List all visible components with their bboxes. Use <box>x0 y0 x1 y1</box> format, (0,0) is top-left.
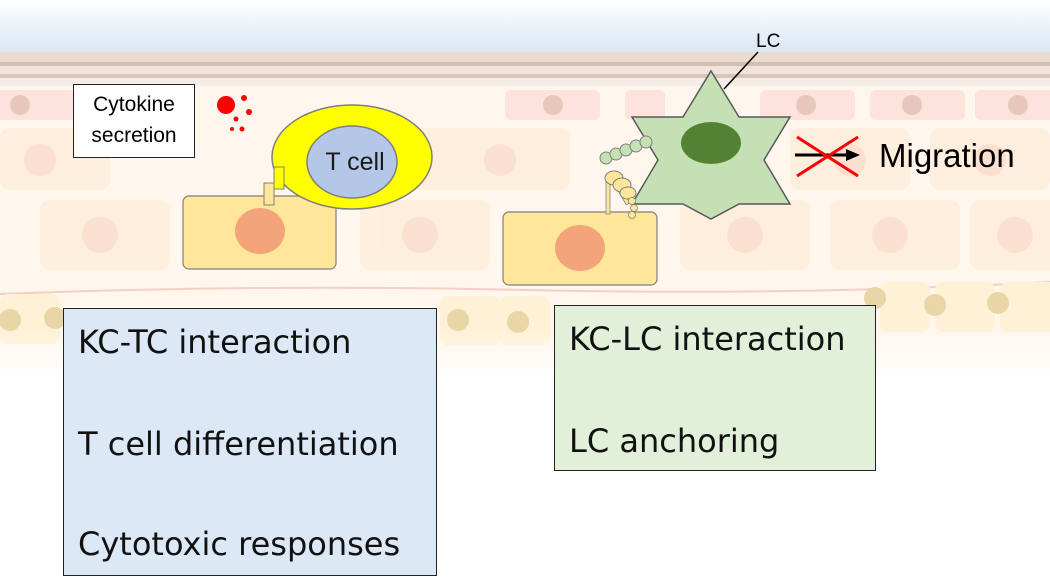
kc-tc-step-differentiation: T cell differentiation <box>78 425 399 463</box>
kc-lc-step-interaction: KC-LC interaction <box>569 320 846 358</box>
lc-label: LC <box>756 31 781 52</box>
langerhans-cell-nucleus <box>681 122 741 164</box>
mhc-molecule <box>263 182 275 206</box>
cross-mark-b <box>796 135 859 178</box>
cytokine-label-line2: secretion <box>91 124 177 147</box>
migration-label: Migration <box>879 137 1015 174</box>
cytokine-label-line1: Cytokine <box>93 93 175 116</box>
kc-surface-molecules <box>604 170 638 219</box>
kc-lc-box: KC-LC interaction LC anchoring <box>554 305 876 471</box>
adhesion-bead-chain <box>599 135 653 165</box>
cytokine-dots <box>217 95 252 132</box>
kc-lc-step-anchoring: LC anchoring <box>569 422 780 460</box>
t-cell-label: T cell <box>325 148 385 176</box>
kc-tc-step-interaction: KC-TC interaction <box>78 323 352 361</box>
keratinocyte-left-nucleus <box>235 208 285 254</box>
t-cell-receptor <box>273 166 285 190</box>
lc-leader-line <box>723 51 759 90</box>
skin-surface <box>0 0 1050 52</box>
keratinocyte-right-nucleus <box>555 225 605 271</box>
migration-arrowhead <box>846 149 860 161</box>
kc-tc-step-cytotoxic: Cytotoxic responses <box>78 525 401 563</box>
cytokine-label-box: Cytokine secretion <box>73 84 195 158</box>
kc-tc-box: KC-TC interaction T cell differentiation… <box>63 308 437 576</box>
stratum-corneum <box>0 52 1050 86</box>
t-cell-nucleus <box>306 125 398 199</box>
